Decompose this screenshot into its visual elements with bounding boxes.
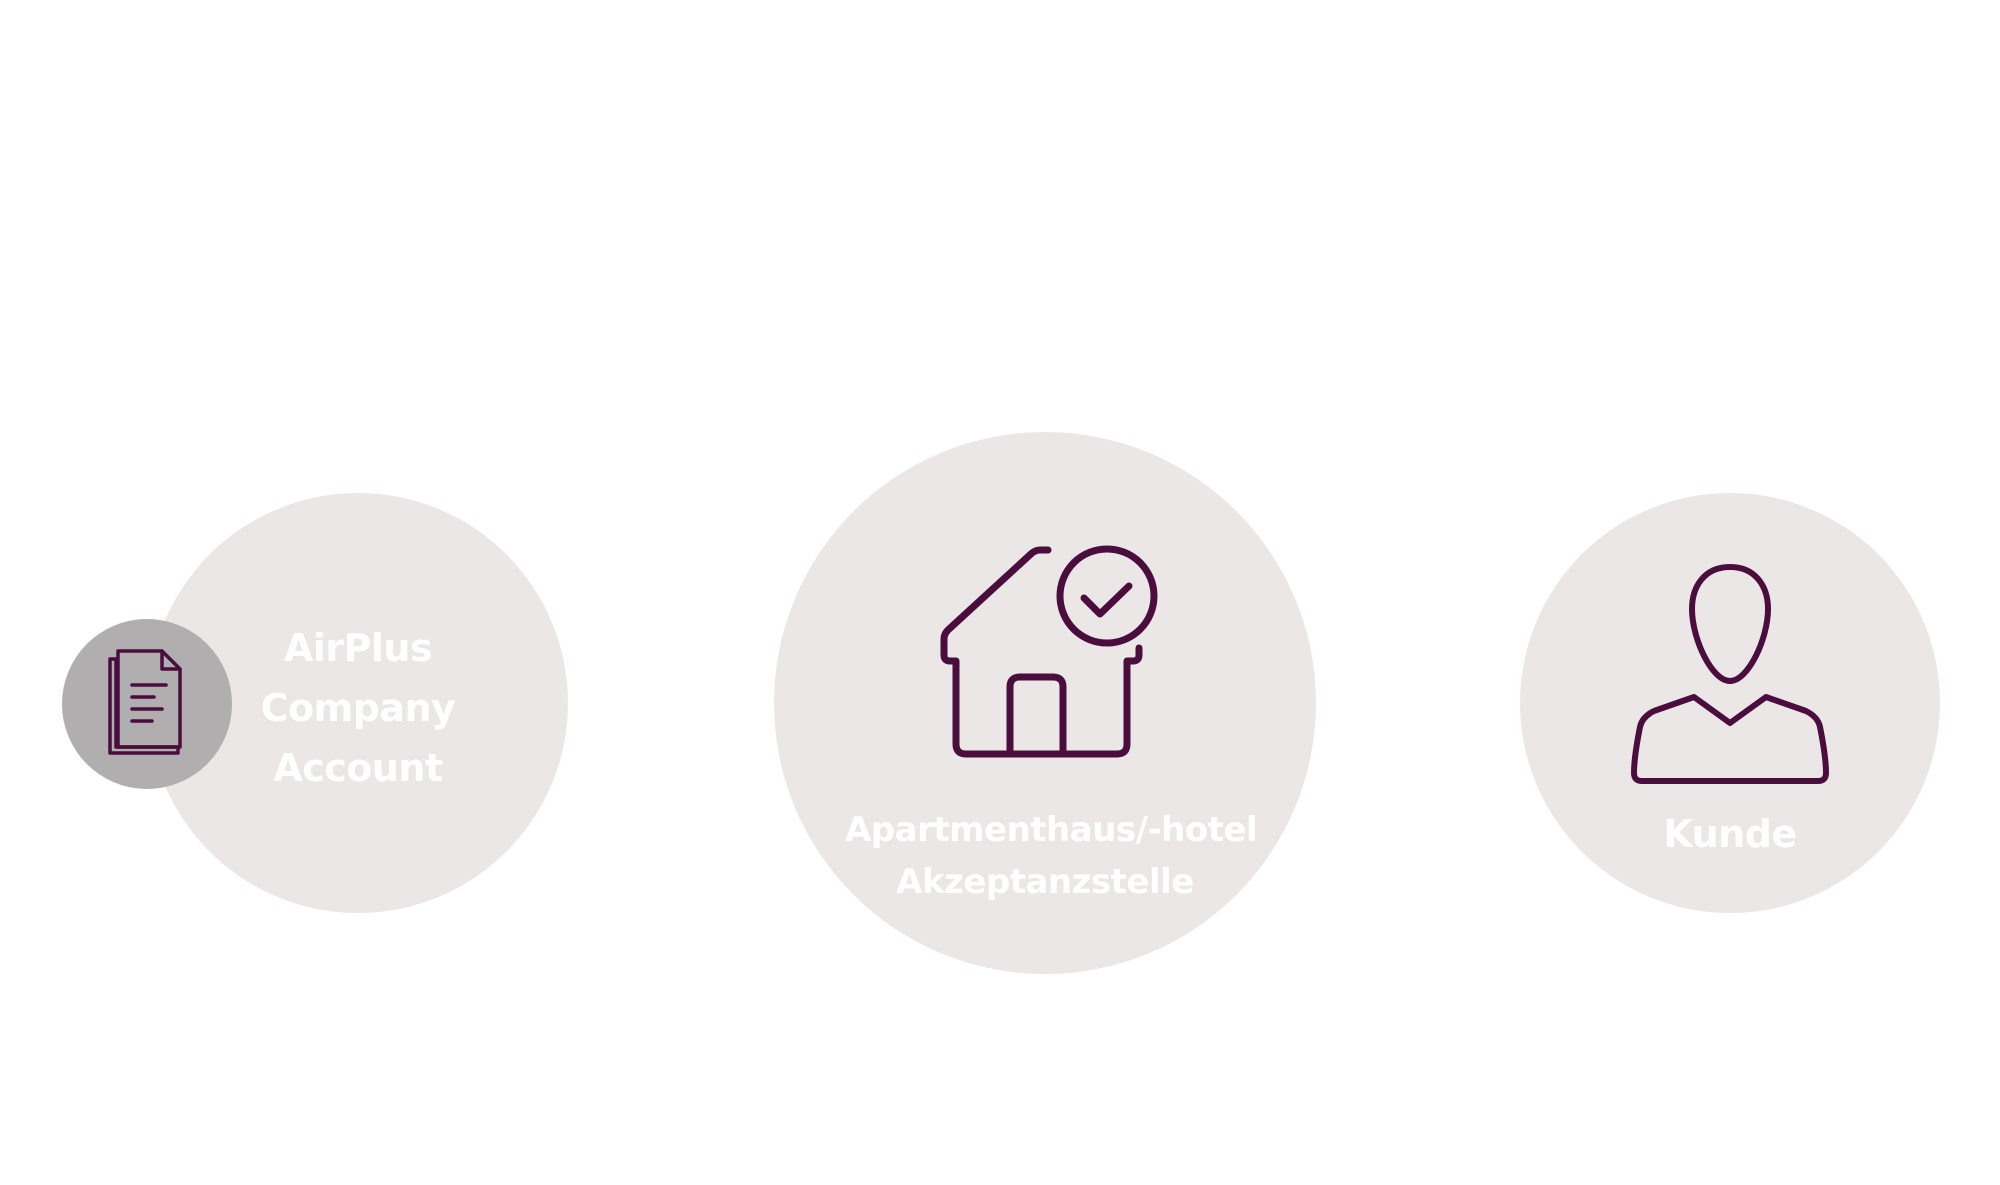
customer-label-line: Kunde: [1663, 812, 1797, 856]
account-label-line: AirPlus: [283, 626, 433, 670]
account-label-line: Account: [273, 746, 443, 790]
house-check-icon: [940, 545, 1158, 758]
hotel-node-circle: [774, 432, 1316, 974]
hotel-node-label: Apartmenthaus/-hotel Akzeptanzstelle: [845, 804, 1258, 908]
customer-node-circle: [1520, 493, 1940, 913]
account-node-label: AirPlus Company Account: [223, 618, 493, 798]
person-icon: [1631, 564, 1829, 784]
document-stack-icon: [108, 649, 182, 755]
customer-node-label: Kunde: [1620, 808, 1840, 860]
document-badge: [62, 619, 232, 789]
hotel-label-line: Apartmenthaus/-hotel: [845, 810, 1258, 850]
hotel-label-line: Akzeptanzstelle: [896, 862, 1194, 902]
account-label-line: Company: [260, 686, 456, 730]
